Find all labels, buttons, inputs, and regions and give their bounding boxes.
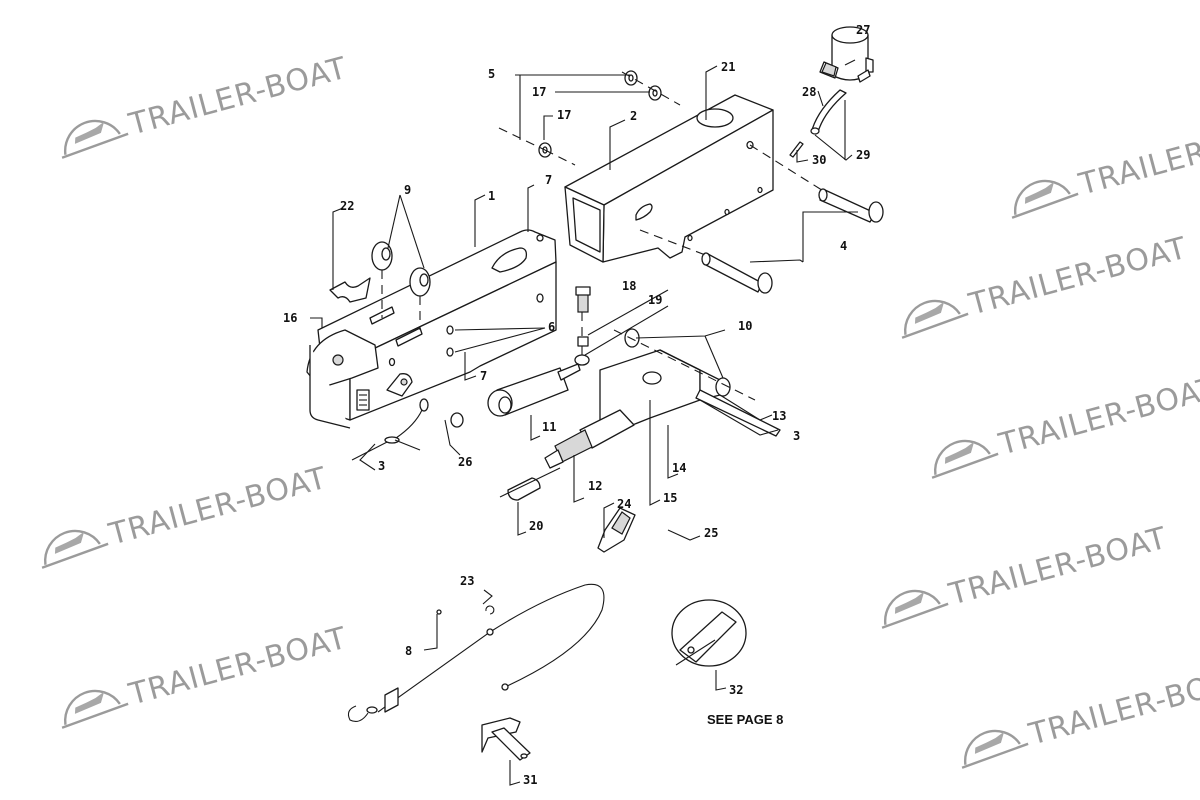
rollers-9 — [371, 241, 431, 297]
callout-11: 11 — [542, 420, 556, 434]
boat-logo-icon — [881, 589, 949, 629]
see-page-note[interactable]: SEE PAGE 8 — [707, 712, 783, 727]
callout-10: 10 — [738, 319, 752, 333]
watermark-text: TRAILER-BOAT — [125, 51, 351, 143]
callout-16: 16 — [283, 311, 297, 325]
callout-28: 28 — [802, 85, 816, 99]
watermark: TRAILER-BOAT — [61, 51, 351, 159]
watermark-text: TRAILER-BOAT — [995, 371, 1200, 463]
boat-logo-icon — [61, 689, 129, 729]
callout-7-lower: 7 — [480, 369, 487, 383]
callout-12: 12 — [588, 479, 602, 493]
callout-14: 14 — [672, 461, 686, 475]
callout-31: 31 — [523, 773, 537, 787]
callout-3: 3 — [793, 429, 800, 443]
callout-6: 6 — [548, 320, 555, 334]
coupler-tube — [564, 94, 774, 263]
callout-8: 8 — [405, 644, 412, 658]
callout-25: 25 — [704, 526, 718, 540]
callout-15: 15 — [663, 491, 677, 505]
breakaway-pin — [351, 398, 464, 461]
solenoid-valve — [819, 26, 874, 83]
shock-absorber — [487, 363, 581, 417]
boat-logo-icon — [961, 729, 1029, 769]
callout-21: 21 — [721, 60, 735, 74]
boat-logo-icon — [1011, 179, 1079, 219]
actuator-housing — [306, 229, 557, 429]
callout-3-pin: 3 — [378, 459, 385, 473]
callout-32: 32 — [729, 683, 743, 697]
watermark: TRAILER-BOAT — [901, 231, 1191, 339]
callout-5: 5 — [488, 67, 495, 81]
callout-18: 18 — [622, 279, 636, 293]
callout-24: 24 — [617, 497, 631, 511]
boat-logo-icon — [61, 119, 129, 159]
leader-lines — [310, 59, 858, 786]
lockout-detail — [671, 599, 747, 667]
watermark-text: TRAILER-BOAT — [125, 621, 351, 713]
breakaway-cable — [347, 583, 605, 722]
assembly-lines — [381, 71, 826, 401]
master-cylinder — [544, 328, 781, 469]
watermark: TRAILER-BOAT — [61, 621, 351, 729]
cap-screw — [574, 286, 591, 366]
watermark: TRAILER-BOAT — [41, 461, 331, 569]
pivot-bolt — [701, 188, 884, 294]
callout-29: 29 — [856, 148, 870, 162]
hose — [789, 89, 847, 158]
callout-13: 13 — [772, 409, 786, 423]
callout-9: 9 — [404, 183, 411, 197]
watermark-text: TRAILER-BOAT — [965, 231, 1191, 323]
watermark-text: TRAILER-BOAT — [1025, 661, 1200, 753]
boat-logo-icon — [931, 439, 999, 479]
boat-logo-icon — [901, 299, 969, 339]
callout-2: 2 — [630, 109, 637, 123]
mounting-tab — [481, 717, 531, 761]
clevis — [499, 467, 561, 501]
callout-27: 27 — [856, 23, 870, 37]
washers — [538, 70, 662, 158]
watermark: TRAILER-BOAT — [1011, 111, 1200, 219]
bracket — [597, 507, 636, 553]
callout-17: 17 — [532, 85, 546, 99]
callout-17-lower: 17 — [557, 108, 571, 122]
watermark-text: TRAILER-BOAT — [1075, 111, 1200, 203]
callout-23: 23 — [460, 574, 474, 588]
watermark-text: TRAILER-BOAT — [105, 461, 331, 553]
callout-4: 4 — [840, 239, 847, 253]
callout-19: 19 — [648, 293, 662, 307]
callout-labels: 5 17 17 2 21 1 7 9 22 16 6 7 18 19 10 13… — [283, 23, 870, 787]
boat-logo-icon — [41, 529, 109, 569]
watermark: TRAILER-BOAT — [961, 661, 1200, 769]
callout-7: 7 — [545, 173, 552, 187]
callout-20: 20 — [529, 519, 543, 533]
callout-1: 1 — [488, 189, 495, 203]
watermark: TRAILER-BOAT — [931, 371, 1200, 479]
watermark: TRAILER-BOAT — [881, 521, 1171, 629]
clip — [329, 277, 371, 303]
callout-30: 30 — [812, 153, 826, 167]
callout-26: 26 — [458, 455, 472, 469]
watermark-text: TRAILER-BOAT — [945, 521, 1171, 613]
callout-22: 22 — [340, 199, 354, 213]
